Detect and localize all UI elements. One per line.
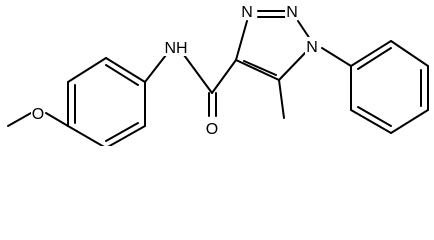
bonds — [7, 10, 429, 146]
bond-n3-c4 — [235, 20, 248, 61]
bond-carbonyl-n — [183, 54, 213, 94]
atom-n-triazole-top-right: N — [286, 4, 298, 21]
bond-c4-c5-double — [243, 60, 277, 76]
bond-o-methyl — [7, 112, 32, 127]
bond-ph1 — [350, 40, 392, 67]
bond-ar5-inner — [105, 122, 139, 142]
bond-ar5 — [107, 125, 146, 146]
bond-c4-carbonyl — [211, 59, 237, 94]
bond-c5-n1 — [278, 52, 306, 81]
bond-ph5 — [350, 109, 392, 134]
molecule-drawing: N N N NH O O — [7, 2, 429, 146]
molecule-structure: N N N NH O O — [7, 2, 429, 146]
bond-ph2 — [390, 40, 429, 67]
atom-n-triazole-top-left: N — [241, 4, 253, 21]
bond-ar4 — [67, 125, 105, 146]
atom-amide-nh: NH — [164, 40, 187, 57]
bond-ar-ome — [45, 112, 69, 127]
atom-labels: N N N NH O O — [31, 2, 319, 138]
bond-n1-phenyl — [321, 47, 352, 67]
bond-ph1-inner — [357, 47, 392, 70]
bond-ar1-inner — [105, 64, 139, 86]
bond-c5-methyl — [278, 79, 285, 119]
atom-amide-oxygen: O — [206, 121, 218, 138]
bond-n-aryl — [144, 54, 167, 83]
bond-ph5-inner — [357, 106, 392, 127]
atom-n-triazole-phenyl: N — [306, 39, 318, 56]
bond-ar1 — [105, 57, 146, 83]
bond-ph4 — [390, 109, 429, 134]
bond-c4-c5 — [235, 59, 280, 81]
atom-methoxy-oxygen: O — [32, 106, 44, 123]
bond-ar2 — [67, 57, 107, 83]
